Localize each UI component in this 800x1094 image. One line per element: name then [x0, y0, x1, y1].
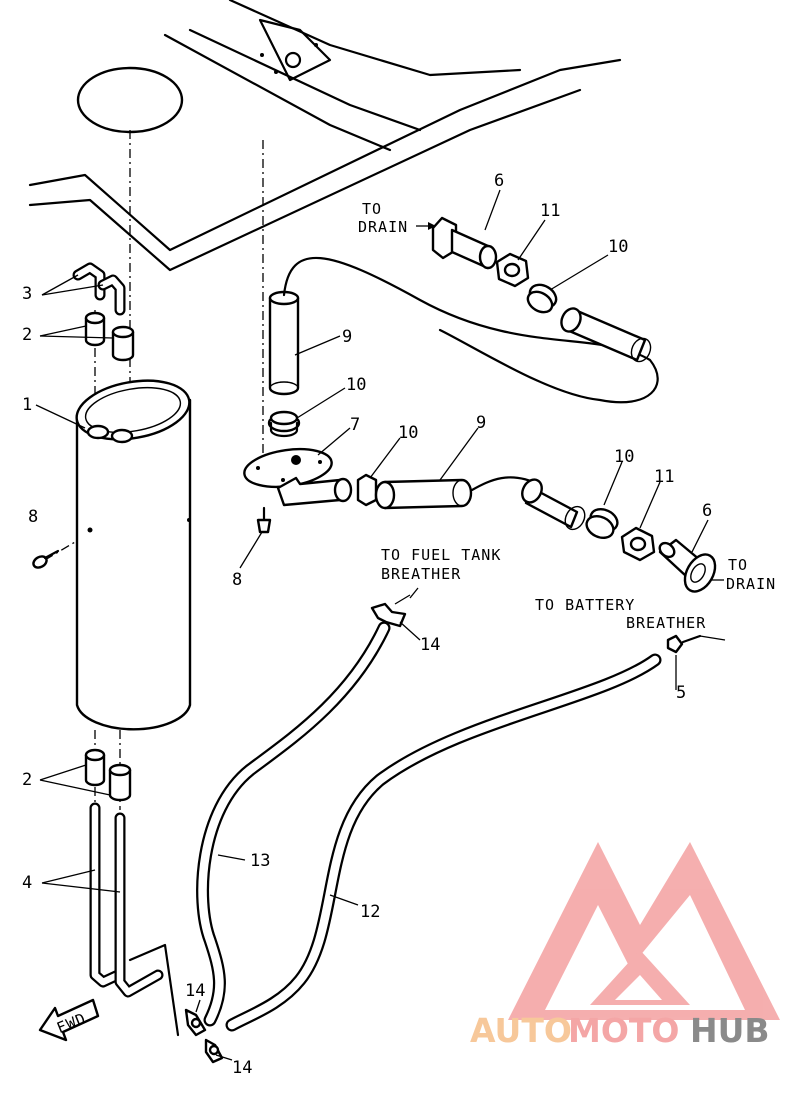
hose-vertical	[268, 290, 300, 396]
hose-12-inner	[227, 655, 660, 1030]
svg-text:BREATHER: BREATHER	[381, 565, 461, 583]
water-box-cylinder	[75, 379, 192, 731]
note-to-drain-top: TO DRAIN	[358, 200, 436, 236]
clamp-lower-right	[585, 507, 619, 540]
leader-lines	[35, 189, 726, 1061]
callout-13: 13	[250, 851, 270, 871]
svg-text:TO BATTERY: TO BATTERY	[535, 596, 635, 614]
callout-12: 12	[360, 902, 380, 922]
fwd-arrow: FWD	[38, 998, 100, 1042]
callout-8-left: 8	[28, 507, 38, 527]
clamp-vertical-hose	[267, 410, 301, 438]
callout-10-mid: 10	[398, 423, 418, 443]
logo-text-moto: MOTO	[568, 1011, 679, 1050]
logo-text-hub: HUB	[690, 1011, 770, 1050]
callout-6-top: 6	[494, 171, 504, 191]
hose-right-lower	[521, 478, 586, 531]
logo-text-auto: AUTO	[470, 1011, 572, 1050]
clamp-upper	[526, 283, 558, 314]
callout-7: 7	[350, 415, 360, 435]
breather-fitting	[666, 634, 702, 654]
fitting-plate	[243, 447, 353, 507]
hose-13-inner	[198, 623, 389, 1025]
svg-text:BREATHER: BREATHER	[626, 614, 706, 632]
note-battery-breather: TO BATTERY BREATHER	[535, 596, 706, 632]
callout-3: 3	[22, 284, 32, 304]
callout-2-top: 2	[22, 325, 32, 345]
fwd-label: FWD	[54, 1009, 89, 1037]
long-pipes	[89, 802, 180, 1037]
svg-text:DRAIN: DRAIN	[726, 575, 776, 593]
callout-1: 1	[22, 395, 32, 415]
svg-text:DRAIN: DRAIN	[358, 218, 408, 236]
callout-14-top: 14	[420, 635, 440, 655]
callout-9-horizontal: 9	[476, 413, 486, 433]
hull-deck-outline	[28, 0, 622, 272]
callout-numbers: 3 2 1 8 2 4 6 11 10 9 10 7 10 9 10 11 6 …	[22, 171, 712, 1078]
bent-pipes	[72, 262, 126, 316]
callout-10-top: 10	[608, 237, 628, 257]
callout-10-vertical: 10	[346, 375, 366, 395]
callout-5: 5	[676, 683, 686, 703]
note-fuel-tank-breather: TO FUEL TANK BREATHER	[381, 546, 501, 599]
screw-left	[32, 549, 60, 569]
clamp-mid	[356, 473, 378, 507]
callout-14-bottom-b: 14	[232, 1058, 252, 1078]
svg-text:TO: TO	[728, 556, 748, 574]
callout-6-lower: 6	[702, 501, 712, 521]
note-to-drain-bottom: TO DRAIN	[712, 556, 776, 593]
hose-13	[196, 621, 391, 1027]
svg-text:TO FUEL TANK: TO FUEL TANK	[381, 546, 501, 564]
clamp-14-top	[370, 602, 407, 628]
callout-10-lower: 10	[614, 447, 634, 467]
callout-8-center: 8	[232, 570, 242, 590]
callout-2-bottom: 2	[22, 770, 32, 790]
hose-horizontal	[374, 478, 473, 510]
clamp-14-bottom-a	[184, 1008, 207, 1037]
drain-fitting-upper	[431, 216, 498, 270]
callout-4: 4	[22, 873, 32, 893]
svg-text:TO: TO	[362, 200, 382, 218]
rubber-sleeves-bottom	[84, 748, 132, 802]
drain-fitting-lower	[658, 538, 717, 593]
hose-right-upper	[560, 307, 652, 363]
rubber-sleeves-top	[84, 311, 135, 362]
nut-lower-right	[620, 526, 656, 562]
callout-11-top: 11	[540, 201, 560, 221]
callout-14-bottom-a: 14	[185, 981, 205, 1001]
clamp-14-bottom-b	[204, 1038, 224, 1064]
callout-9-vertical: 9	[342, 327, 352, 347]
callout-11-lower: 11	[654, 467, 674, 487]
nut-upper	[495, 252, 530, 288]
screw-center	[256, 506, 272, 534]
automotohub-logo	[508, 842, 780, 1020]
deck-opening	[76, 66, 184, 134]
